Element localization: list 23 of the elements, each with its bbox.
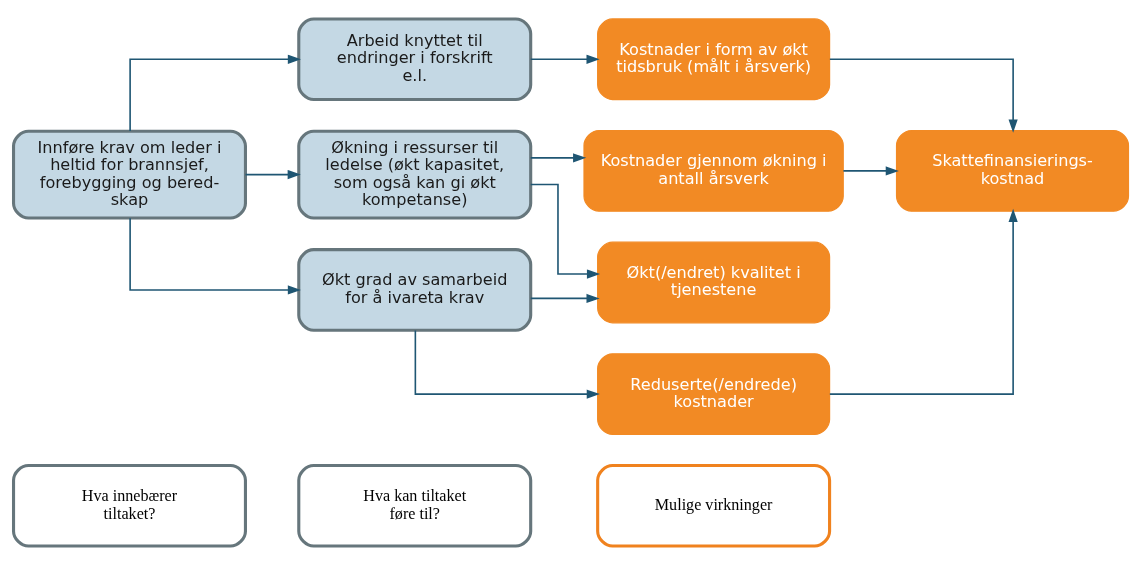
- node-box: Arbeid knyttet til endringer i forskrift e.l.: [297, 17, 533, 102]
- arrow: [414, 329, 600, 399]
- node-box: Økt grad av samarbeid for å ivareta krav: [297, 248, 533, 332]
- node-box: Reduserte(/endrede) kostnader: [597, 353, 831, 436]
- arrow: [529, 293, 600, 303]
- node-box: Mulige virkninger: [596, 463, 832, 548]
- node-box: Skattefinansierings-kostnad: [895, 129, 1130, 212]
- arrow: [529, 183, 601, 279]
- arrow: [529, 153, 587, 163]
- node-box: Innføre krav om leder i heltid for brannsjef, forebygging og bered-skap: [12, 129, 247, 220]
- arrow: [129, 54, 301, 132]
- node-box: Kostnader gjennom økning i antall årsverk: [583, 129, 844, 212]
- arrow: [129, 217, 301, 295]
- arrow: [842, 166, 899, 176]
- node-box: Kostnader i form av økt tidsbruk (målt i årsverk): [597, 18, 831, 101]
- node-box: Økt(/endret) kvalitet i tjenestene: [597, 241, 831, 324]
- arrow: [829, 208, 1018, 395]
- node-box: Hva kan tiltaket føre til?: [297, 463, 533, 548]
- arrow: [244, 170, 301, 180]
- node-box: Økning i ressurser til ledelse (økt kapasitet, som også kan gi økt kompetanse): [297, 129, 533, 220]
- arrow: [829, 58, 1018, 133]
- node-box: Hva innebærer tiltaket?: [12, 463, 247, 548]
- arrow: [529, 54, 600, 64]
